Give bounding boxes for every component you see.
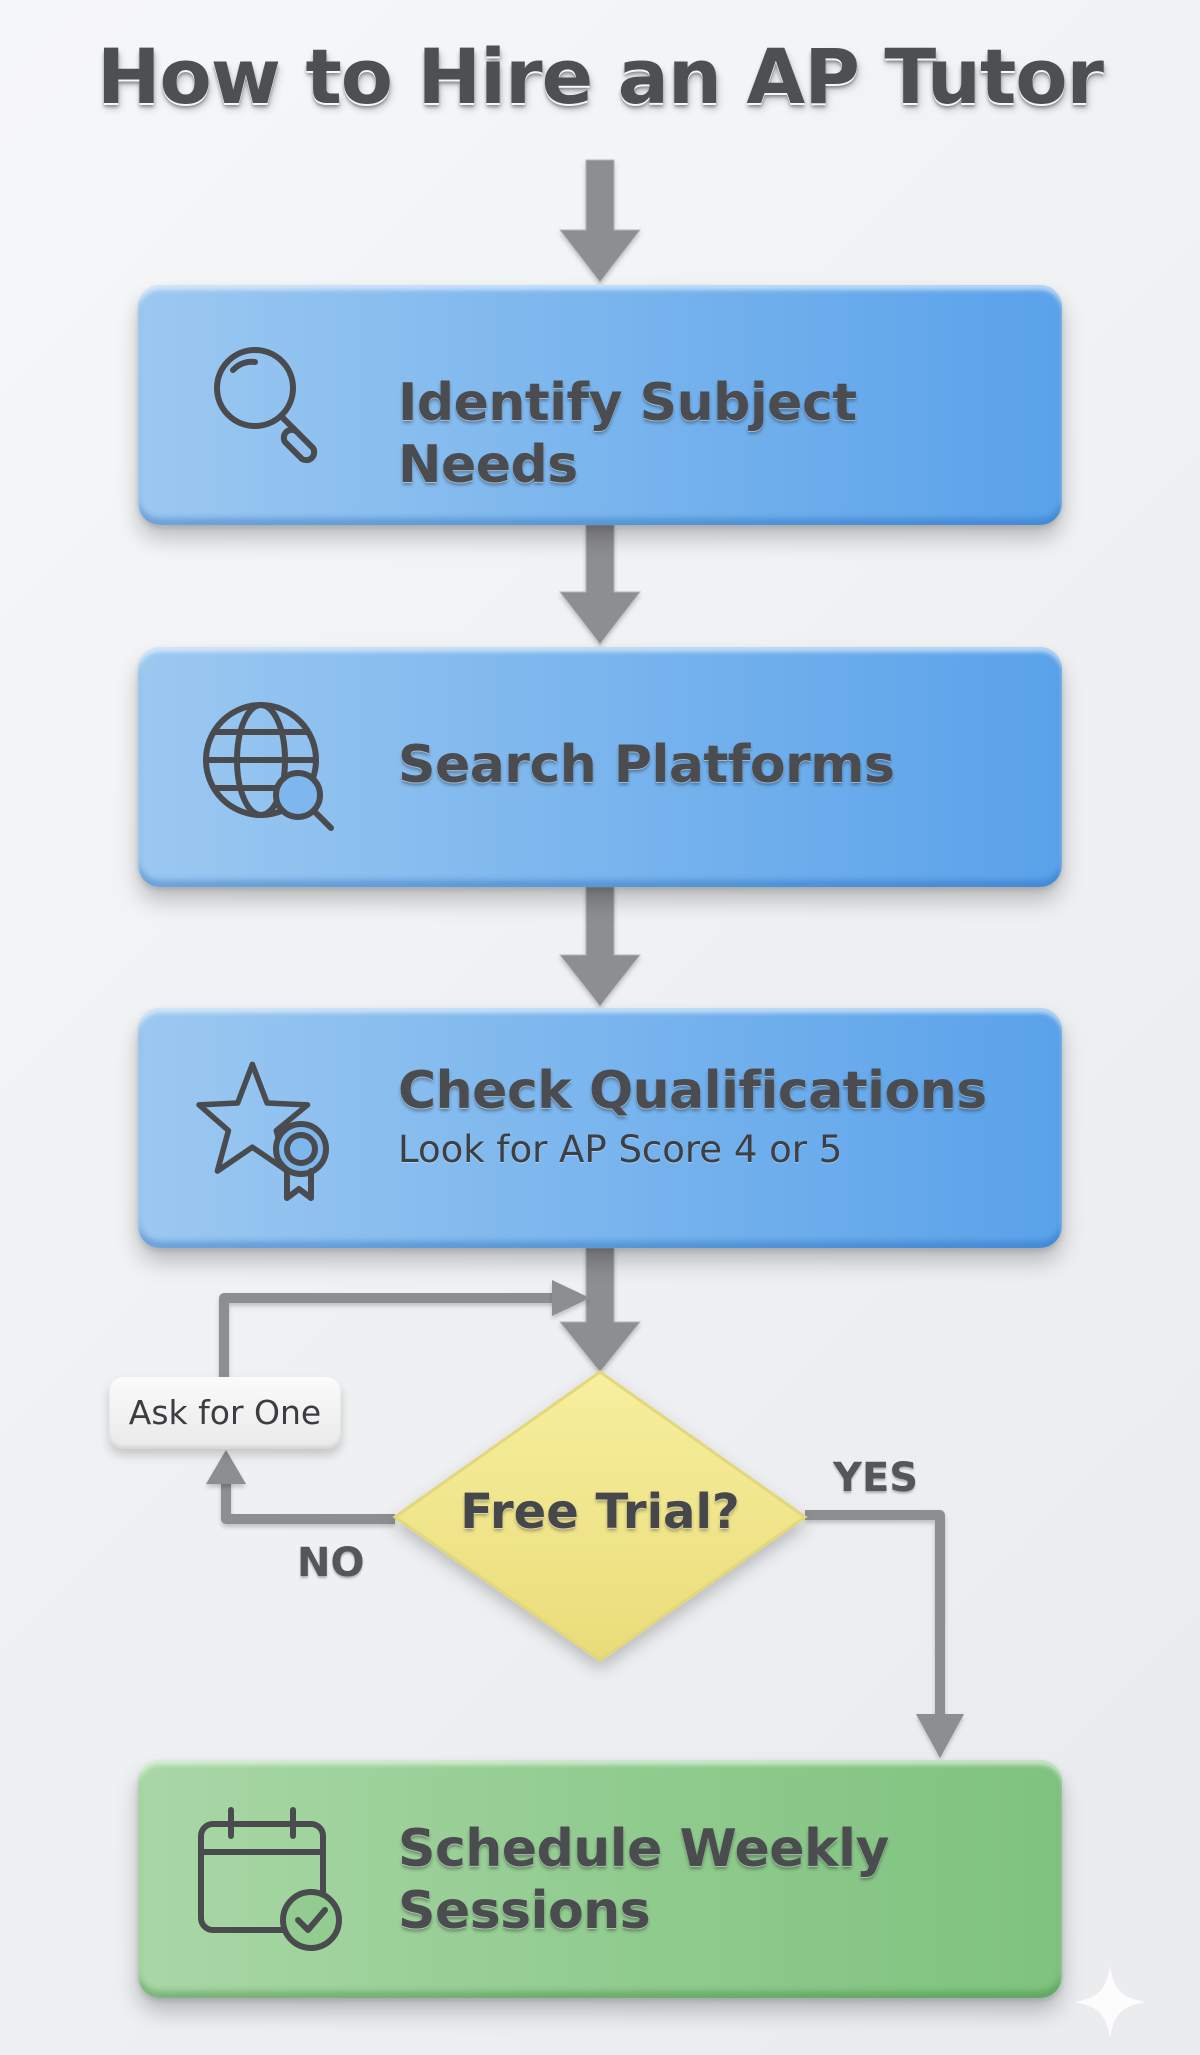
step-schedule-weekly-sessions: Schedule Weekly Sessions xyxy=(138,1760,1062,1998)
step-search-platforms: Search Platforms xyxy=(138,647,1062,887)
step-check-qualifications: Check Qualifications Look for AP Score 4… xyxy=(138,1008,1062,1248)
step-identify-subject-needs: Identify Subject Needs xyxy=(138,285,1062,525)
arrow-4 xyxy=(558,1247,642,1373)
arrow-3 xyxy=(558,886,642,1007)
yes-label: YES xyxy=(833,1455,919,1501)
ask-for-one-box: Ask for One xyxy=(109,1377,341,1449)
star-badge-icon xyxy=(193,1053,343,1203)
no-arrowhead xyxy=(206,1450,246,1484)
no-label: NO xyxy=(297,1540,365,1586)
step-label-line1: Schedule Weekly xyxy=(398,1819,889,1879)
loop-arrowhead xyxy=(552,1280,590,1316)
step-label: Search Platforms xyxy=(398,735,895,795)
arrow-1 xyxy=(558,159,642,283)
step-label: Check Qualifications xyxy=(398,1061,987,1121)
yes-connector xyxy=(805,1510,945,1718)
yes-arrowhead xyxy=(916,1714,964,1758)
magnifier-icon xyxy=(193,330,343,480)
step-sublabel: Look for AP Score 4 or 5 xyxy=(398,1128,843,1171)
step-label-line2: Sessions xyxy=(398,1881,651,1941)
arrow-2 xyxy=(558,524,642,645)
decision-diamond xyxy=(392,1370,808,1662)
globe-search-icon xyxy=(193,692,343,842)
loop-connector xyxy=(219,1293,556,1377)
calendar-check-icon xyxy=(193,1802,343,1952)
diagram-title: How to Hire an AP Tutor xyxy=(96,32,1104,121)
sparkle-icon xyxy=(1074,1966,1146,2038)
no-connector xyxy=(221,1480,395,1524)
decision-label: Free Trial? xyxy=(460,1484,740,1540)
step-label: Identify Subject Needs xyxy=(398,373,857,495)
